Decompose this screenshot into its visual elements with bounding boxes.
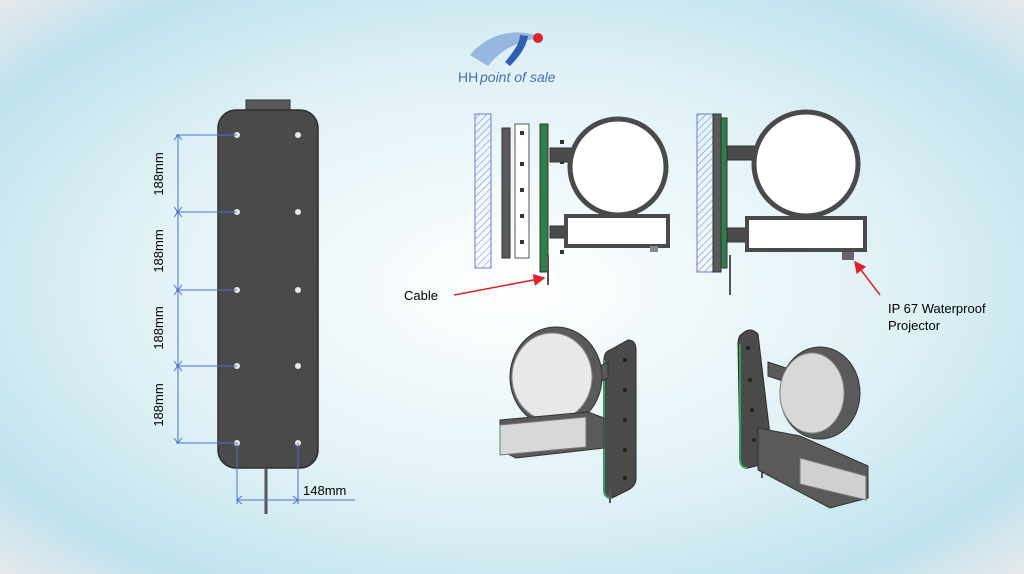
ip67-projector <box>842 252 854 260</box>
projector-label-line2: Projector <box>888 318 941 333</box>
panel-3d-1 <box>603 339 637 499</box>
logo-letters: HH <box>458 69 478 85</box>
assembled-arm-upper <box>726 145 756 161</box>
cable-callout: Cable <box>404 274 546 303</box>
rect-lightbox <box>564 214 670 248</box>
backplate-layer <box>501 127 511 259</box>
led-dots <box>520 131 524 244</box>
projector-callout: IP 67 Waterproof Projector <box>854 260 986 333</box>
green-edge-panel <box>539 123 549 273</box>
projector-small <box>650 246 658 252</box>
logo-text: point of sale <box>479 69 556 85</box>
panel-3d-2-holes <box>746 346 756 442</box>
round-3d-2-face <box>779 352 845 434</box>
assembled-rect-lightbox <box>745 216 867 252</box>
logo-red-dot <box>533 33 543 43</box>
dimension-label-1: 188mm <box>151 152 166 195</box>
vertical-dimensions <box>173 134 237 444</box>
wall-hatch-2 <box>696 113 714 273</box>
dimension-label-2: 188mm <box>151 229 166 272</box>
cable-arrow <box>453 274 546 296</box>
projector-arrow <box>854 260 881 296</box>
horizontal-dimension <box>236 443 355 505</box>
width-dimension-label: 148mm <box>303 483 346 498</box>
assembled-green-edge <box>720 117 728 269</box>
side-view-exploded <box>474 113 670 285</box>
assembled-round-lightbox <box>751 109 861 219</box>
isometric-view-1 <box>499 326 637 503</box>
wall-hatch-1 <box>474 113 492 269</box>
front-view: 188mm 188mm 188mm 188mm 148mm <box>151 99 355 514</box>
cable-label: Cable <box>404 288 438 303</box>
assembled-backplate <box>712 113 722 273</box>
side-view-assembled <box>696 109 867 295</box>
brand-logo: HH point of sale <box>458 32 556 85</box>
back-panel <box>217 109 319 469</box>
isometric-view-2 <box>737 329 869 509</box>
dimension-label-4: 188mm <box>151 383 166 426</box>
panel-3d-1-holes <box>623 358 627 480</box>
round-3d-1-face <box>511 332 593 422</box>
round-lightbox <box>567 116 669 218</box>
dimension-label-3: 188mm <box>151 306 166 349</box>
projector-label-line1: IP 67 Waterproof <box>888 301 986 316</box>
